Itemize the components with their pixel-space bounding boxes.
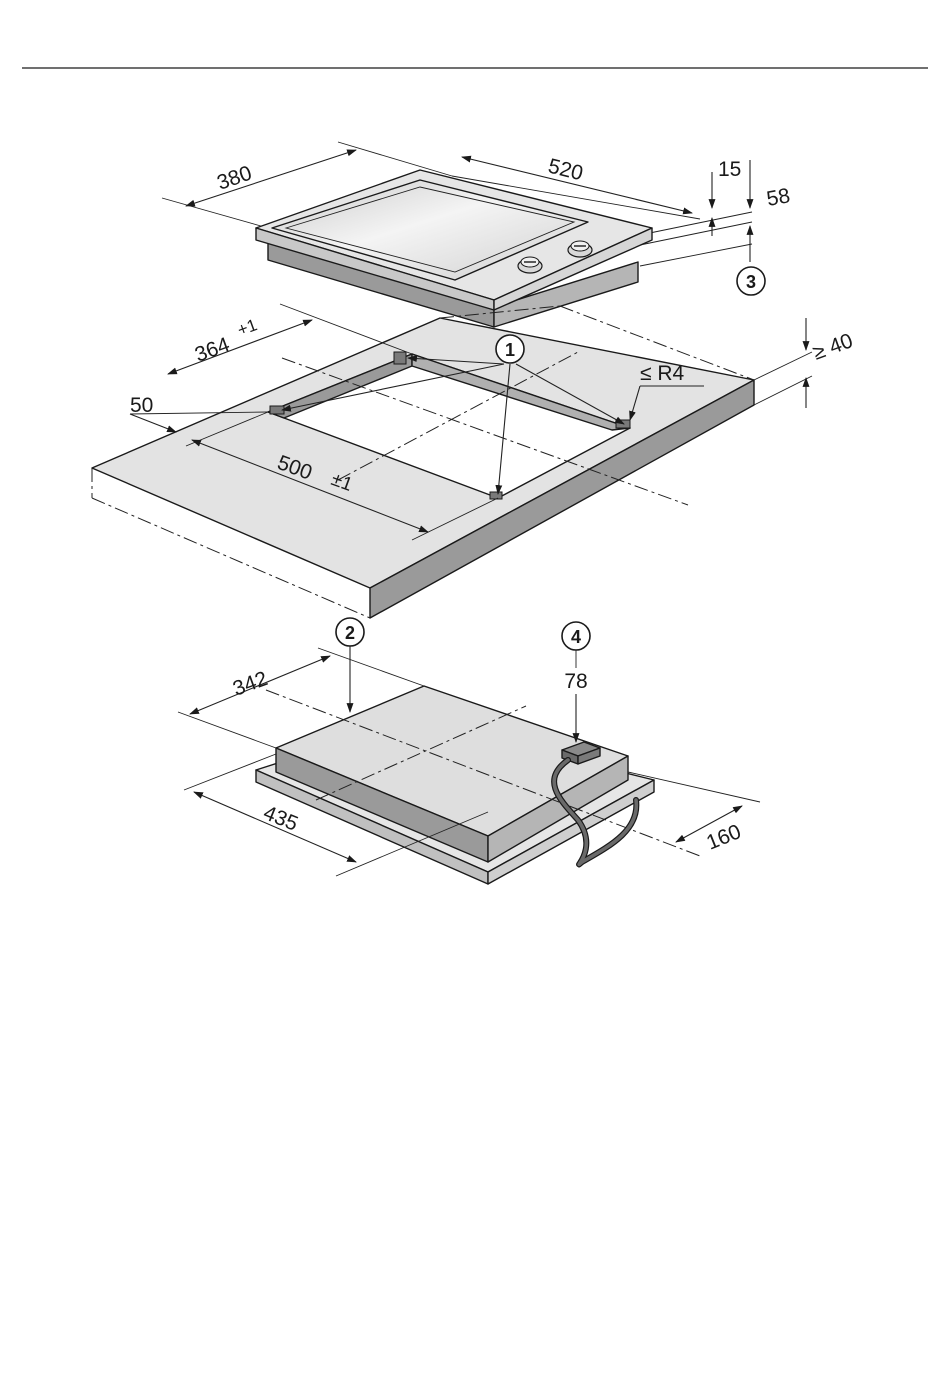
hob-width-dim: 380 (214, 162, 255, 195)
hob-height-dim: 58 (765, 184, 792, 211)
control-knob (518, 257, 542, 273)
glass-height-dim: 15 (718, 158, 741, 181)
cutout-depth-tol: +1 (235, 315, 260, 339)
cable-offset-dim: 160 (703, 820, 744, 854)
worktop-thickness-dim: ≥ 40 (810, 329, 856, 365)
cutout-depth-dim: 364 (192, 333, 233, 367)
front-distance-dim: 50 (130, 394, 153, 417)
callout-2: 2 (336, 618, 364, 646)
control-knob (568, 241, 592, 257)
base-depth-dim: 342 (230, 667, 271, 701)
callout-3: 3 (737, 267, 765, 295)
base-width-dim: 435 (260, 801, 301, 835)
hob-appliance: 380 520 15 58 3 (162, 142, 792, 327)
connector-height-dim: 78 (564, 670, 587, 693)
corner-radius-dim: ≤ R4 (640, 362, 685, 385)
svg-text:3: 3 (746, 272, 756, 292)
hob-base-unit: 4 78 342 435 160 (178, 622, 760, 884)
svg-text:4: 4 (571, 627, 581, 647)
worktop-cutout: 1 364 +1 50 500 ±1 ≤ R4 ≥ 40 2 (92, 304, 856, 712)
svg-text:1: 1 (505, 340, 515, 360)
callout-1: 1 (496, 335, 524, 363)
callout-4: 4 (562, 622, 590, 650)
hob-depth-dim: 520 (546, 155, 586, 186)
svg-text:2: 2 (345, 623, 355, 643)
